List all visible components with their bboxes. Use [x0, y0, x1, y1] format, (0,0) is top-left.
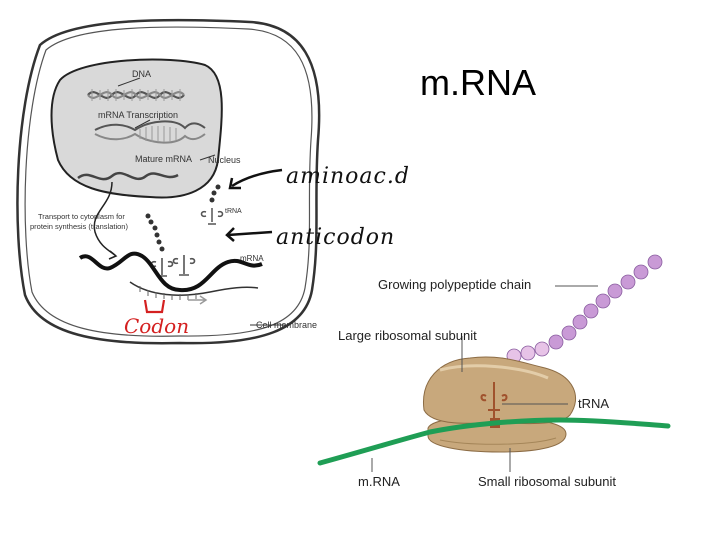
codon-bracket	[143, 299, 166, 314]
label-nucleus: Nucleus	[208, 155, 241, 165]
polypeptide-chain	[484, 254, 663, 384]
transcription-bubble	[94, 120, 206, 144]
cell-er-strand	[78, 251, 263, 293]
slide-title: m.RNA	[420, 62, 536, 103]
label-transport-2: protein synthesis (translation)	[30, 222, 128, 231]
anticodon-arrow-head	[225, 227, 235, 242]
amino-acid-arrow	[231, 168, 283, 188]
label-large-subunit: Large ribosomal subunit	[338, 328, 477, 343]
cell-diagram: DNA mRNA Transcription Mature mRNA Nucle…	[16, 18, 321, 345]
label-mrna-small: mRNA	[240, 254, 264, 263]
handwritten-annotations: aminoac.d anticodon Codon	[124, 164, 410, 338]
small-subunit-shade	[439, 437, 557, 445]
cell-direction-arrow	[188, 295, 208, 305]
label-ribosome-trna: tRNA	[578, 396, 609, 411]
label-dna: DNA	[132, 69, 151, 79]
label-cell-membrane: Cell membrane	[256, 320, 317, 330]
cell-mrna-ticks	[139, 286, 197, 300]
mature-mrna-strand	[77, 171, 179, 181]
free-trna-beads	[209, 184, 221, 203]
label-transport-1: Transport to cytoplasm for	[38, 212, 125, 221]
label-small-subunit: Small ribosomal subunit	[478, 474, 616, 489]
transport-arrow	[93, 181, 116, 256]
nucleus-leader	[199, 154, 216, 161]
annotation-anticodon: anticodon	[276, 225, 395, 250]
annotation-amino-acid: aminoac.d	[286, 164, 410, 189]
annotation-codon: Codon	[124, 314, 189, 338]
label-mature-mrna: Mature mRNA	[135, 154, 192, 164]
dna-helix	[87, 89, 185, 101]
ribosome-diagram: Growing polypeptide chain Large ribosoma…	[317, 254, 671, 489]
label-growing-chain: Growing polypeptide chain	[378, 277, 531, 292]
mrna-strand	[317, 417, 671, 466]
cell-polypeptide-beads	[145, 213, 165, 252]
free-trna	[200, 208, 224, 225]
label-trna-small: tRNA	[225, 208, 242, 215]
ribosome-trna	[480, 382, 508, 420]
transcription-leader	[134, 119, 151, 129]
dna-leader	[117, 77, 141, 87]
large-subunit-highlight	[439, 364, 549, 380]
label-transcription: mRNA Transcription	[98, 110, 178, 120]
cell-outline-inner	[24, 26, 313, 337]
amino-acid-arrow-head	[228, 177, 241, 190]
transport-arrow-head	[108, 250, 118, 260]
label-ribosome-mrna: m.RNA	[358, 474, 400, 489]
anticodon-arrow	[227, 230, 273, 237]
